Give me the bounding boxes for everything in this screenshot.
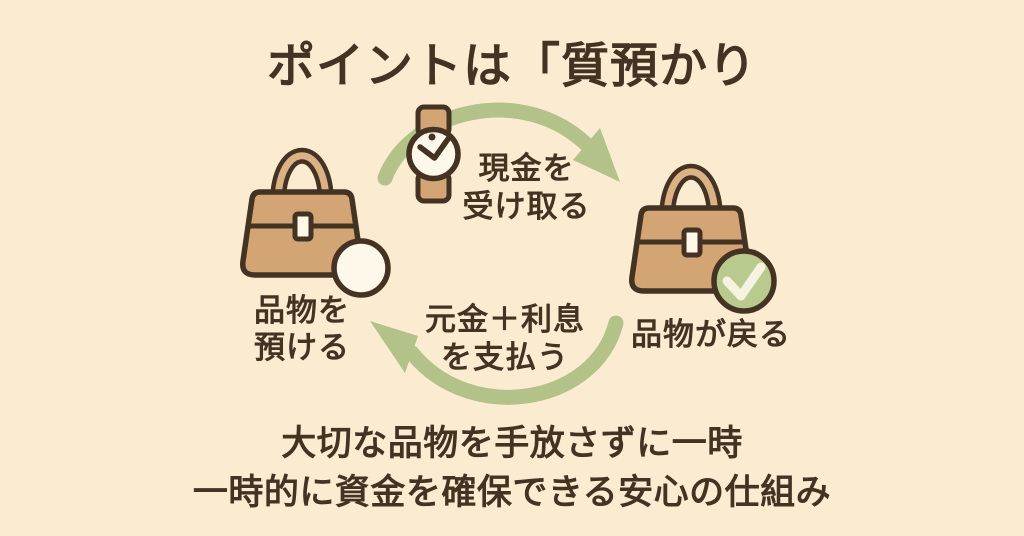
label-line: 品物が戻る [631, 317, 791, 353]
label-deposit-item: 品物を 預ける [222, 293, 382, 367]
page-title: ポイントは「質預かり [266, 38, 757, 94]
empty-circle-icon [331, 238, 391, 298]
label-receive-cash: 現金を 受け取る [439, 150, 614, 226]
watch-icon [406, 104, 461, 204]
curved-arrow-left-icon [370, 315, 624, 405]
curved-arrow-right-icon [377, 102, 620, 186]
footer-line: 一時的に資金を確保できる安心の仕組み [192, 473, 832, 513]
footer-summary: 大切な品物を手放さずに一時 一時的に資金を確保できる安心の仕組み [0, 420, 1024, 518]
label-pay-principal-interest: 元金＋利息 を支払う [405, 301, 605, 377]
label-line: を支払う [441, 340, 569, 376]
label-line: 品物を [254, 293, 350, 329]
label-line: 元金＋利息 [425, 302, 585, 338]
label-line: 現金を [478, 151, 575, 187]
check-circle-icon [711, 248, 777, 314]
label-item-returns: 品物が戻る [611, 309, 811, 354]
label-line: 受け取る [462, 189, 591, 225]
footer-line: 大切な品物を手放さずに一時 [281, 424, 743, 464]
label-line: 預ける [254, 330, 350, 366]
